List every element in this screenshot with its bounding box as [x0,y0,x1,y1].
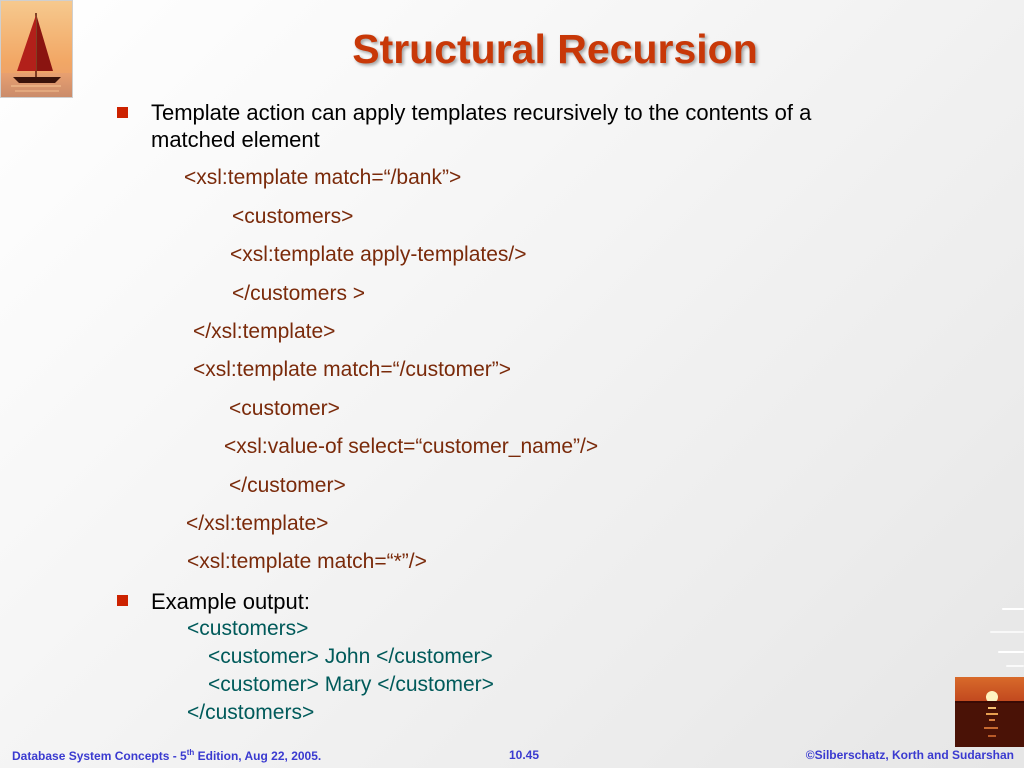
footer-page-number: 10.45 [509,748,540,762]
code-line: </customer> [229,474,346,497]
bullet-text-line2: matched element [151,127,320,152]
sailboat-logo [0,0,73,98]
footer-left-prefix: Database System Concepts - 5 [12,749,187,763]
slide-title: Structural Recursion [352,26,758,72]
decorative-line [1002,608,1024,610]
footer-copyright: ©Silberschatz, Korth and Sudarshan [805,748,1014,762]
sunset-icon [955,677,1024,747]
decorative-line [1006,665,1024,667]
code-line: <xsl:value-of select=“customer_name”/> [224,435,599,458]
slide-footer: Database System Concepts - 5th Edition, … [0,746,1024,766]
output-line: <customers> [187,617,309,640]
bullet-text-example: Example output: [151,589,310,614]
output-line: </customers> [187,701,315,724]
code-line: <xsl:template match=“/customer”> [193,358,512,381]
output-line: <customer> Mary </customer> [208,673,494,696]
code-line: <xsl:template match=“/bank”> [184,166,462,189]
footer-left-sup: th [186,748,195,757]
bullet-text-line1: Template action can apply templates recu… [151,100,812,125]
decorative-line [990,631,1024,633]
decorative-line [998,651,1024,653]
code-line: </xsl:template> [193,320,336,343]
code-line: <customer> [229,397,340,420]
code-line: <xsl:template match=“*”/> [187,550,427,573]
code-line: </xsl:template> [186,512,329,535]
footer-left: Database System Concepts - 5th Edition, … [12,748,321,763]
square-bullet-icon [117,595,128,606]
code-line: </customers > [232,282,366,305]
sunset-image [955,677,1024,747]
sailboat-icon [1,1,72,97]
code-line: <customers> [232,205,354,228]
footer-left-suffix: Edition, Aug 22, 2005. [194,749,322,763]
square-bullet-icon [117,107,128,118]
code-line: <xsl:template apply-templates/> [230,243,527,266]
output-line: <customer> John </customer> [208,645,493,668]
